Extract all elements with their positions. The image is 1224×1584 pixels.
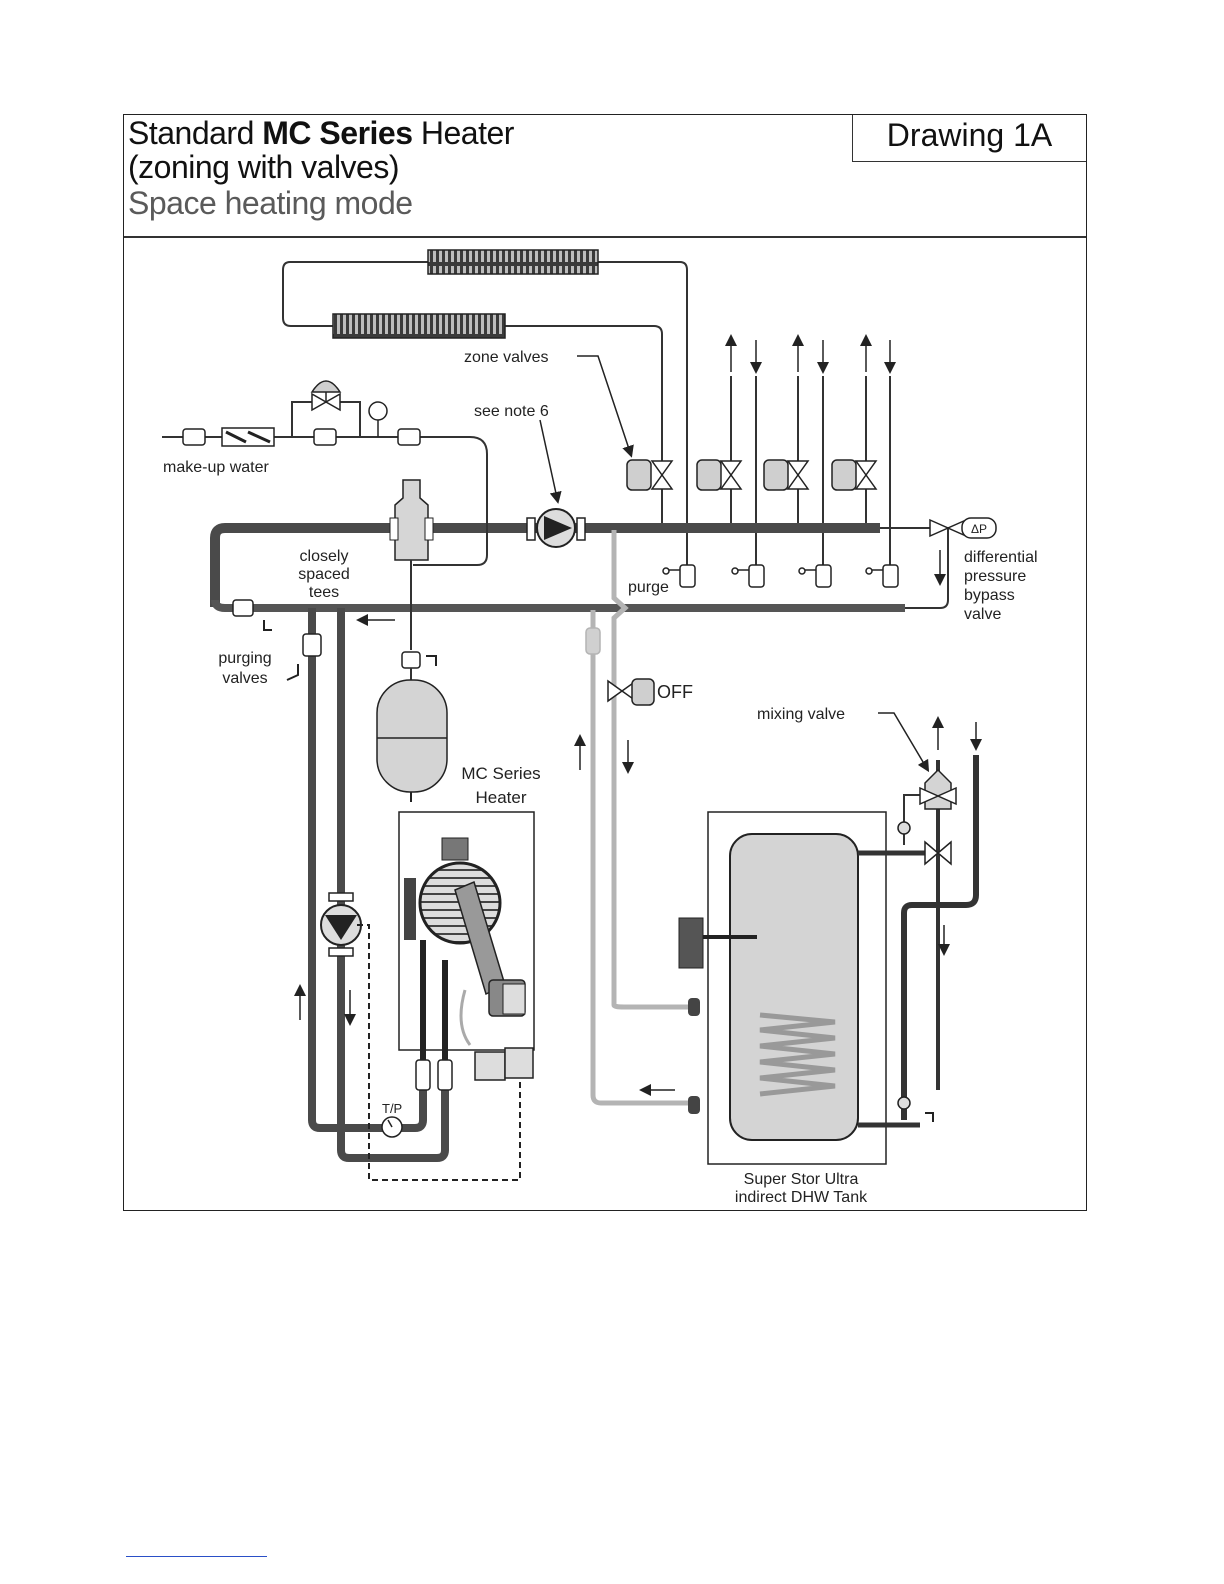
see-note-label: see note 6 — [474, 403, 549, 420]
closely-label: closely — [300, 548, 349, 565]
super-stor-tank — [679, 812, 886, 1164]
tp-gauge — [382, 1117, 402, 1137]
spaced-label: spaced — [298, 566, 350, 583]
pointer-lines — [540, 356, 926, 767]
baseboard-lower — [333, 314, 662, 526]
zone-valve-1 — [627, 460, 672, 490]
make-up-water-label: make-up water — [163, 459, 269, 476]
circulator-pump — [527, 509, 585, 547]
differential-label: differential — [964, 549, 1038, 566]
zone-valves-label: zone valves — [464, 349, 549, 366]
return-header — [215, 600, 905, 608]
valve-label: valve — [964, 606, 1001, 623]
delta-p-label: ΔP — [971, 522, 987, 536]
expansion-tank — [377, 652, 447, 802]
mc-series-heater — [399, 812, 534, 1090]
purge-valves — [663, 565, 898, 587]
purging-label: purging — [218, 650, 271, 667]
pressure-label: pressure — [964, 568, 1026, 585]
zone-flow-arrows — [731, 340, 890, 372]
purge-label: purge — [628, 579, 669, 596]
heater-label-1: MC Series — [461, 764, 540, 783]
tees-label: tees — [309, 584, 339, 601]
heater-label-2: Heater — [475, 788, 526, 807]
off-label: OFF — [657, 682, 693, 702]
mixing-valve-label: mixing valve — [757, 706, 845, 723]
footnote-rule — [126, 1556, 267, 1557]
zone-valve-3 — [764, 460, 808, 490]
tank-label-2: indirect DHW Tank — [735, 1189, 868, 1206]
tp-label: T/P — [382, 1101, 402, 1116]
valves-label: valves — [222, 670, 267, 687]
bypass-label: bypass — [964, 587, 1015, 604]
dhw-loop — [586, 530, 700, 1103]
zone-valve-4 — [832, 460, 876, 490]
tank-label-1: Super Stor Ultra — [744, 1171, 859, 1188]
zone-valve-2 — [697, 460, 741, 490]
